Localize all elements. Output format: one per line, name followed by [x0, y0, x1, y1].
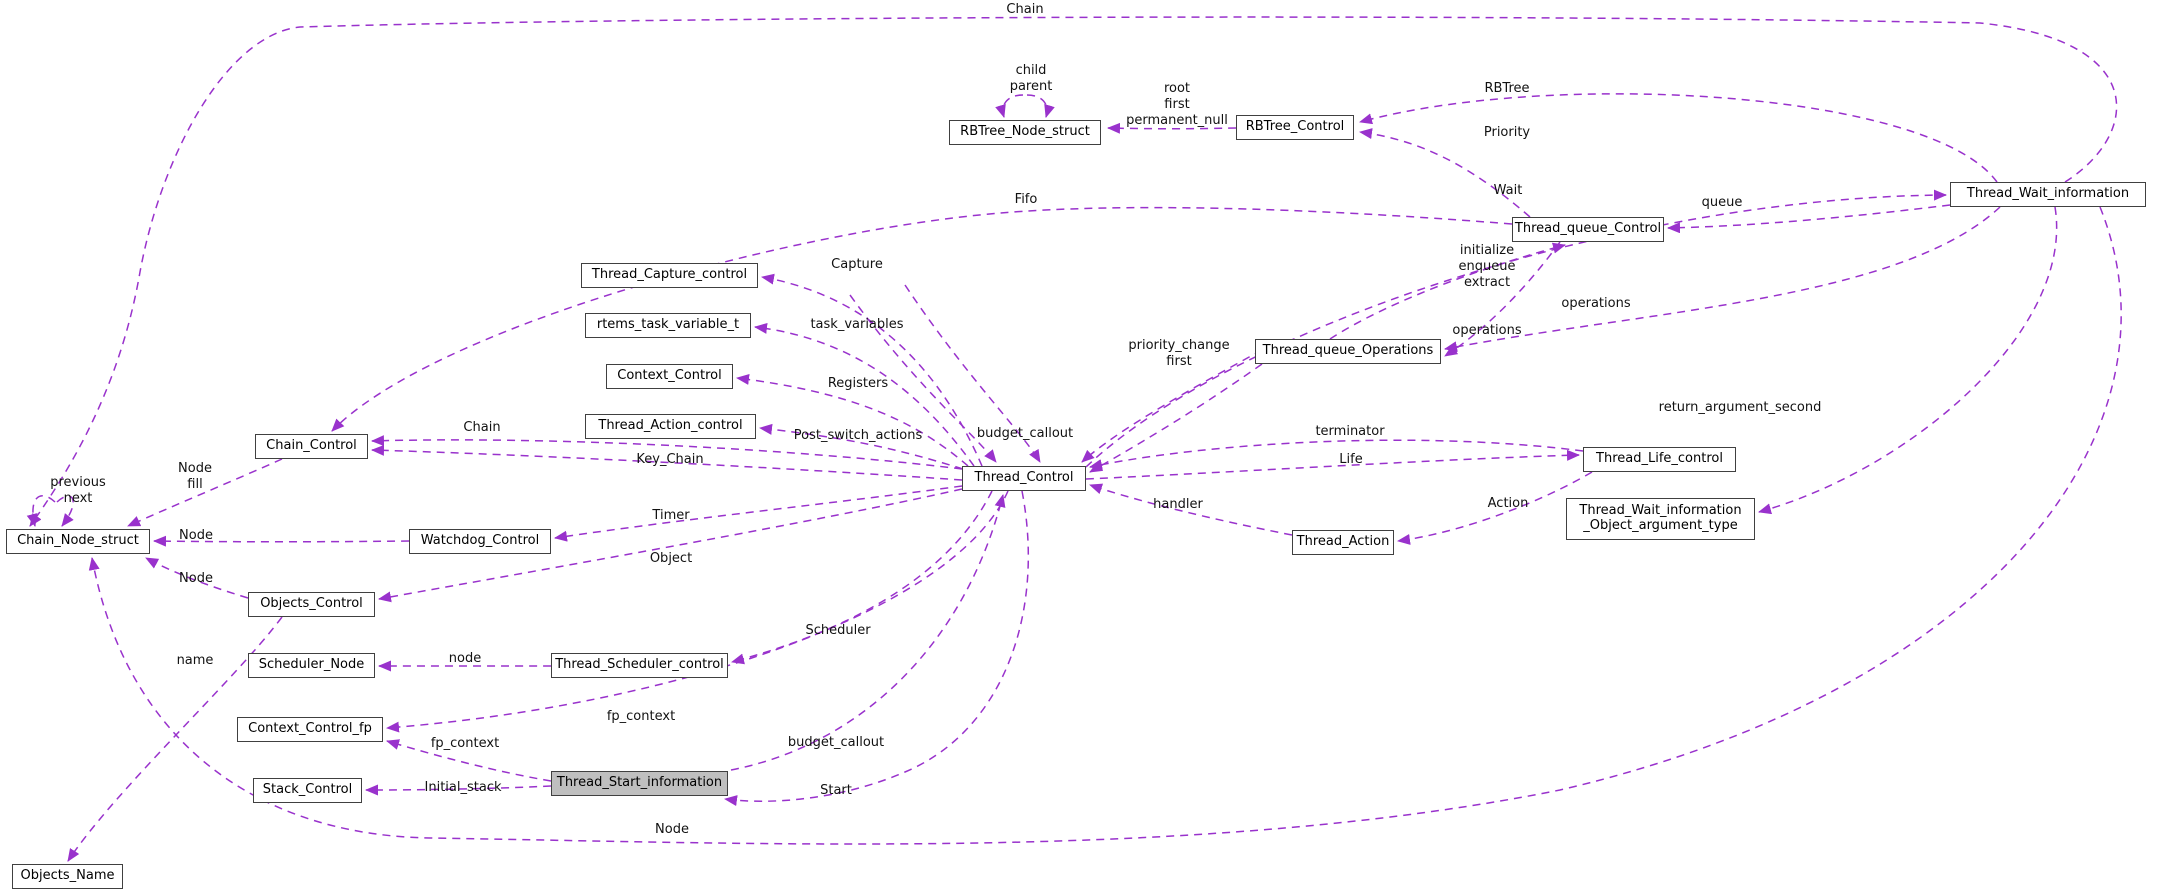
edge-chain-mid — [371, 435, 963, 470]
node-thread-wait-information-object-argument-type[interactable]: Thread_Wait_information _Object_argument… — [1566, 498, 1755, 540]
edge-rbtree — [1359, 93, 1998, 183]
edge-fifo — [331, 206, 1513, 432]
node-stack-control[interactable]: Stack_Control — [253, 778, 362, 803]
edge-priority-change — [1081, 349, 1263, 463]
node-rbtree-node-struct[interactable]: RBTree_Node_struct — [949, 120, 1101, 145]
edge-name — [67, 616, 283, 862]
node-thread-capture-control[interactable]: Thread_Capture_control — [581, 263, 758, 288]
node-chain-node-struct[interactable]: Chain_Node_struct — [6, 529, 150, 554]
edge-first — [1089, 363, 1263, 473]
edge-capture — [761, 273, 983, 467]
edge-start — [724, 490, 1029, 807]
node-watchdog-control[interactable]: Watchdog_Control — [409, 529, 551, 554]
node-thread-start-information[interactable]: Thread_Start_information — [551, 771, 728, 796]
edge-queue — [1667, 204, 1951, 234]
node-thread-action-control[interactable]: Thread_Action_control — [585, 414, 756, 439]
edge-handler — [1089, 483, 1293, 536]
edge-operations-upper — [1444, 206, 2001, 353]
node-thread-queue-control[interactable]: Thread_queue_Control — [1512, 217, 1664, 242]
edge-node-objects — [145, 557, 249, 599]
node-thread-wait-information[interactable]: Thread_Wait_information — [1950, 182, 2146, 207]
edge-root-first-permanent-null — [1107, 122, 1237, 134]
edge-scheduler — [731, 490, 993, 665]
edge-fp-context-lower — [386, 739, 552, 782]
node-rbtree-control[interactable]: RBTree_Control — [1236, 115, 1354, 140]
edge-initial-stack — [365, 784, 552, 796]
edge-previous — [26, 495, 56, 527]
edge-action — [1397, 471, 1593, 545]
node-thread-control[interactable]: Thread_Control — [962, 466, 1086, 491]
edge-budget-callout-bottom — [730, 494, 1006, 771]
node-context-control-fp[interactable]: Context_Control_fp — [237, 717, 383, 742]
node-thread-scheduler-control[interactable]: Thread_Scheduler_control — [551, 653, 728, 678]
node-objects-name[interactable]: Objects_Name — [12, 864, 123, 889]
node-chain-control[interactable]: Chain_Control — [255, 434, 368, 459]
edge-task-variables — [754, 322, 975, 467]
edge-timer — [554, 485, 963, 542]
node-scheduler-node[interactable]: Scheduler_Node — [248, 653, 375, 678]
node-objects-control[interactable]: Objects_Control — [248, 592, 375, 617]
node-context-control[interactable]: Context_Control — [606, 364, 733, 389]
edge-node-fill — [127, 458, 283, 527]
edge-initialize-enqueue-extract — [1329, 242, 1566, 340]
edge-post-switch-actions — [759, 423, 964, 470]
edge-child — [995, 94, 1024, 118]
edge-chain-top — [29, 16, 2118, 527]
edge-return-argument-second — [1758, 206, 2058, 515]
node-thread-action[interactable]: Thread_Action — [1292, 530, 1394, 555]
node-thread-queue-operations[interactable]: Thread_queue_Operations — [1255, 339, 1441, 364]
edge-node-bottom — [88, 206, 2122, 845]
edge-life — [1085, 449, 1580, 480]
edge-priority — [1359, 128, 1531, 218]
node-thread-life-control[interactable]: Thread_Life_control — [1583, 447, 1736, 472]
edge-key-chain — [371, 444, 963, 481]
edge-parent — [1026, 94, 1055, 118]
edge-operations-lower — [1444, 241, 1561, 357]
edge-terminator — [1089, 439, 1584, 470]
node-rtems-task-variable-t[interactable]: rtems_task_variable_t — [585, 313, 751, 338]
edge-registers — [736, 374, 969, 467]
edge-node-watchdog — [153, 535, 410, 547]
edge-fp-context-upper — [386, 490, 1009, 733]
edge-object — [378, 488, 963, 603]
edge-next — [56, 495, 74, 527]
edge-wait — [1085, 189, 1947, 468]
